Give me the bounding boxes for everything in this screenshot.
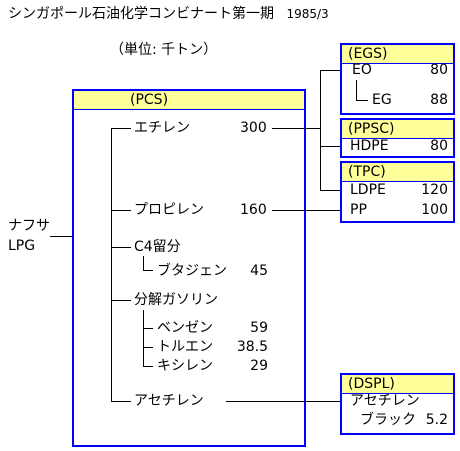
benzene-branch <box>143 328 153 329</box>
xylene-value: 29 <box>250 358 268 374</box>
butadiene-name: ブタジェン <box>157 263 227 279</box>
title-text: シンガポール石油化学コンビナート第一期 <box>8 6 274 22</box>
dspl-acetylene-name: アセチレン <box>350 393 420 409</box>
c4-sub-branch <box>143 270 153 271</box>
branch-c4 <box>111 247 131 248</box>
branch-propylene <box>111 210 131 211</box>
c4-name: C4留分 <box>134 239 181 255</box>
to-egs-line <box>320 70 350 71</box>
dspl-header: (DSPL) <box>342 375 453 394</box>
xylene-name: キシレン <box>157 358 213 374</box>
benzene-name: ベンゼン <box>157 320 213 336</box>
dspl-label: (DSPL) <box>348 376 395 392</box>
to-tpc-line <box>320 190 350 191</box>
butadiene-value: 45 <box>250 263 268 279</box>
toluene-value: 38.5 <box>236 339 268 355</box>
eg-value: 88 <box>430 92 448 108</box>
acetylene-name: アセチレン <box>134 393 204 409</box>
pp-value: 100 <box>421 202 448 218</box>
toluene-name: トルエン <box>157 339 213 355</box>
hdpe-name: HDPE <box>350 138 389 154</box>
dspl-box: (DSPL) <box>340 373 455 435</box>
toluene-branch <box>143 347 153 348</box>
ppsc-box: (PPSC) <box>340 118 455 158</box>
pp-name: PP <box>350 202 367 218</box>
feed-lpg: LPG <box>8 238 36 254</box>
acetylene-out-line <box>226 401 350 402</box>
pcs-trunk <box>111 128 112 401</box>
branch-pygas <box>111 300 131 301</box>
ldpe-name: LDPE <box>350 182 386 198</box>
benzene-value: 59 <box>250 320 268 336</box>
propylene-out-line <box>272 210 350 211</box>
branch-ethylene <box>111 128 131 129</box>
tpc-header: (TPC) <box>342 163 453 182</box>
hdpe-value: 80 <box>430 138 448 154</box>
pcs-header: (PCS) <box>74 91 304 110</box>
tpc-label: (TPC) <box>348 164 386 180</box>
propylene-value: 160 <box>240 202 267 218</box>
ppsc-header: (PPSC) <box>342 120 453 139</box>
to-ppsc-line <box>320 146 350 147</box>
ldpe-value: 120 <box>421 182 448 198</box>
black-value: 5.2 <box>425 412 448 428</box>
egs-label: (EGS) <box>348 46 388 62</box>
pcs-label: (PCS) <box>130 92 169 108</box>
pygas-sub-trunk <box>143 310 144 367</box>
eo-eg-branch <box>356 100 368 101</box>
ethylene-out-line <box>272 128 320 129</box>
eo-name: EO <box>352 62 372 78</box>
ethylene-name: エチレン <box>134 120 190 136</box>
c4-sub-trunk <box>143 256 144 270</box>
ethylene-value: 300 <box>240 120 267 136</box>
page-title: シンガポール石油化学コンビナート第一期 1985/3 <box>8 6 329 22</box>
egs-box: (EGS) <box>340 43 455 115</box>
propylene-name: プロピレン <box>134 202 204 218</box>
feed-naphtha: ナフサ <box>8 218 50 234</box>
ppsc-label: (PPSC) <box>348 121 395 137</box>
black-name: ブラック <box>360 412 416 428</box>
branch-acetylene <box>111 401 131 402</box>
title-date: 1985/3 <box>286 7 329 21</box>
tpc-box: (TPC) <box>340 161 455 223</box>
eo-eg-connector <box>356 80 357 100</box>
egs-header: (EGS) <box>342 45 453 64</box>
unit-label: （単位: 千トン） <box>110 42 218 58</box>
ethylene-distributor <box>320 70 321 190</box>
eg-name: EG <box>372 92 392 108</box>
pygas-name: 分解ガソリン <box>134 292 218 308</box>
xylene-branch <box>143 366 153 367</box>
eo-value: 80 <box>430 62 448 78</box>
